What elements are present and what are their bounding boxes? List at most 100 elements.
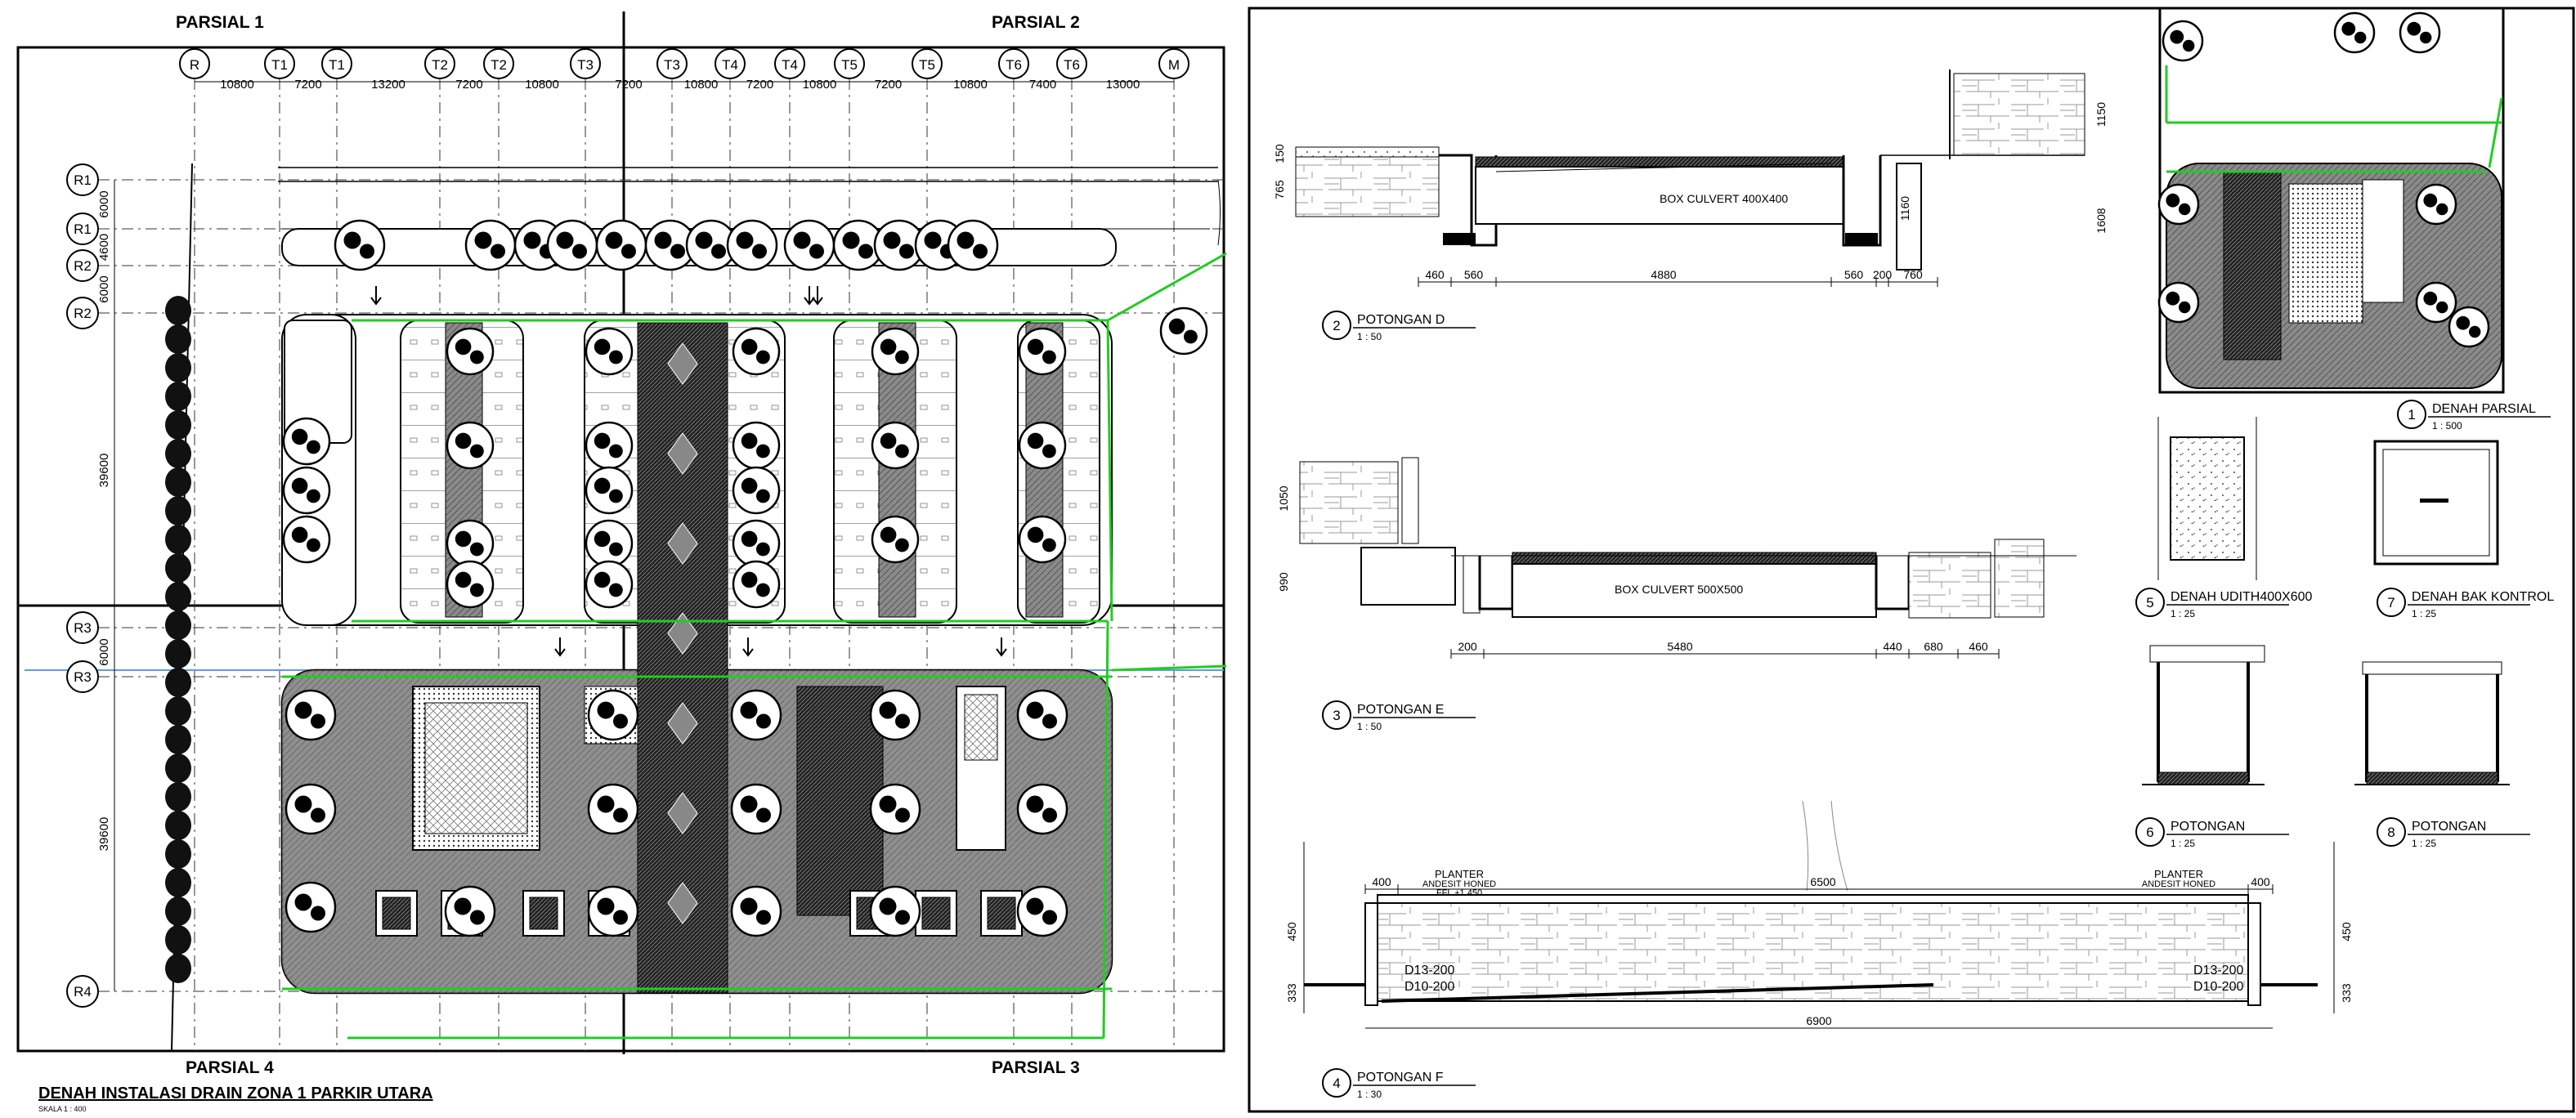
row-grid-bubble [66,163,99,196]
column-grid-bubble [483,48,514,79]
detail-title: POTONGAN F [1357,1071,1444,1084]
tree-canopy-mark [597,897,615,915]
tree-canopy-mark [2166,193,2180,208]
planter-left-note: PLANTER [1435,868,1484,880]
flow-arrows [370,286,1007,657]
row-grid-bubble [66,660,99,693]
column-grid-label: T6 [1006,57,1022,73]
row-grid-bubble [66,212,99,245]
udith-plan-detail [2157,417,2257,580]
vertical-dimension-value: 1050 [1277,485,1290,511]
tree-canopy-mark [741,432,758,449]
tree-canopy-mark [311,807,325,823]
column-dimension: 10800 [953,78,988,92]
planter-left-note: ANDESIT HONED [1422,879,1496,889]
tree-canopy-mark [594,571,611,588]
tree-canopy-mark [556,231,574,249]
tree-canopy-mark [523,231,541,249]
section-f-drawing [1303,800,2335,1013]
tree-canopy-mark [311,713,325,729]
rebar-right-label: D13-200 [2193,964,2243,977]
tree [2157,281,2200,324]
tree-canopy-mark [899,244,914,259]
tree-canopy-mark [956,231,974,249]
tree-canopy-mark [2423,291,2438,306]
tree-canopy-mark [809,244,824,259]
tree-canopy-mark [924,231,942,249]
tree [871,515,920,564]
column-grid-bubble [1158,48,1189,79]
column-grid-label: T3 [577,57,594,73]
planter-right-note: ANDESIT HONED [2142,879,2215,889]
column-grid-label: T3 [664,57,680,73]
tree [282,466,331,515]
tree-canopy-mark [756,713,771,729]
tree-canopy-mark [879,897,897,915]
column-dimension: 13000 [1106,78,1140,92]
tree-canopy-mark [1042,350,1056,364]
tree-canopy-mark [1027,526,1044,543]
dimension-value: 6900 [1806,1014,1831,1027]
tree [585,466,634,515]
flow-arrow [996,637,1007,657]
tree-canopy-mark [470,910,485,925]
tree-canopy-mark [470,350,484,364]
perimeter-tree [165,696,191,726]
detail-title: DENAH BAK KONTROL [2412,590,2554,604]
detail-scale: 1 : 25 [2171,838,2195,849]
tree-canopy-mark [291,526,308,543]
tree-canopy-mark [895,910,910,925]
tree-canopy-mark [752,244,767,259]
planter-left-note: FFL +1.450 [1436,888,1482,898]
column-grid-bubble [912,48,943,79]
tree [783,219,836,271]
perimeter-tree [165,439,191,468]
tree [334,219,386,271]
tree-canopy-mark [613,807,628,823]
perimeter-tree [165,382,191,411]
tree [585,327,634,376]
tree-canopy-mark [741,530,758,548]
tree-canopy-mark [360,244,374,259]
column-grid-bubble [834,48,865,79]
tree [585,519,634,568]
vertical-dimension-value: 1160 [1898,196,1911,221]
row-dimension: 4600 [97,234,111,261]
column-dimension: 7400 [1029,78,1056,92]
tree-canopy-mark [307,440,320,454]
culvert-label-e: BOX CULVERT 500X500 [1615,583,1743,596]
tree-canopy-mark [880,526,897,543]
dimension-value: 400 [1372,875,1391,888]
column-dimension: 13200 [371,78,405,92]
tree [869,783,921,835]
tree [871,421,920,470]
tree-canopy-mark [2420,31,2432,44]
tree-canopy-mark [2407,21,2421,36]
tree [282,515,331,564]
tree [1018,327,1067,376]
paving-diamond [667,882,698,924]
perimeter-tree [165,639,191,669]
tree-canopy-mark [470,444,484,458]
row-grid-bubble [66,611,99,644]
detail-number: 6 [2146,825,2153,840]
tree [444,885,496,937]
column-dimension: 7200 [615,78,642,92]
tree-canopy-mark [895,538,909,552]
tree [282,417,331,466]
trees [282,219,1208,937]
column-grid-label: T5 [919,57,935,73]
row-grid-label: R1 [74,172,92,188]
detail-scale: 1 : 30 [1357,1089,1382,1100]
tree-canopy-mark [1027,432,1044,449]
dimension-value: 400 [2251,875,2270,888]
detail-number-bubble [1322,700,1351,730]
row-dimension: 6000 [97,275,111,302]
tree [284,881,337,933]
detail-number-bubble [1322,311,1351,340]
perimeter-tree [165,582,191,611]
tree-canopy-mark [491,244,505,259]
tree-canopy-mark [740,897,758,915]
perimeter-tree [165,811,191,840]
